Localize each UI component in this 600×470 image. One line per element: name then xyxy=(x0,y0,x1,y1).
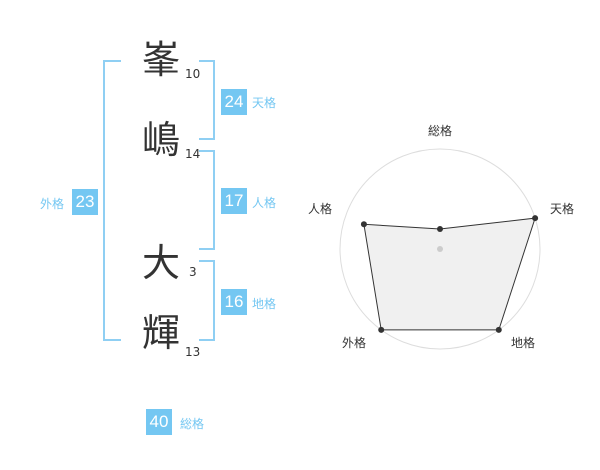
chikaku-value: 16 xyxy=(221,289,247,315)
radar-label-soukaku: 総格 xyxy=(428,124,453,138)
name-char-3: 大 xyxy=(141,241,180,285)
name-char-2: 嶋 xyxy=(141,118,180,162)
soukaku-value: 40 xyxy=(146,409,172,435)
gaikaku-bracket xyxy=(103,60,121,341)
name-char-1: 峯 xyxy=(141,38,180,82)
tenkaku-bracket xyxy=(199,60,215,140)
jinkaku-label: 人格 xyxy=(252,196,277,210)
radar-point-3 xyxy=(378,326,385,333)
radar-label-gaikaku: 外格 xyxy=(342,336,367,350)
stroke-count-2: 14 xyxy=(185,147,201,161)
radar-point-4 xyxy=(360,221,367,228)
soukaku-label: 総格 xyxy=(180,417,205,431)
jinkaku-bracket xyxy=(199,150,215,250)
chikaku-label: 地格 xyxy=(252,297,277,311)
radar-data-polygon xyxy=(363,217,536,331)
gaikaku-label: 外格 xyxy=(40,197,65,211)
stroke-count-3: 3 xyxy=(189,265,197,279)
stroke-count-4: 13 xyxy=(185,345,201,359)
name-char-4: 輝 xyxy=(141,311,180,355)
radar-point-1 xyxy=(532,215,539,222)
radar-center-dot xyxy=(437,246,443,252)
radar-label-jinkaku: 人格 xyxy=(308,202,333,216)
chikaku-bracket xyxy=(199,260,215,341)
radar-chart xyxy=(339,148,541,350)
stroke-count-1: 10 xyxy=(185,67,201,81)
radar-points xyxy=(360,215,539,333)
tenkaku-value: 24 xyxy=(221,89,247,115)
radar-point-0 xyxy=(437,226,443,232)
gaikaku-value: 23 xyxy=(72,189,98,215)
tenkaku-label: 天格 xyxy=(252,96,277,110)
radar-label-chikaku: 地格 xyxy=(511,336,536,350)
jinkaku-value: 17 xyxy=(221,188,247,214)
radar-label-tenkaku: 天格 xyxy=(550,202,575,216)
radar-point-2 xyxy=(495,326,502,333)
